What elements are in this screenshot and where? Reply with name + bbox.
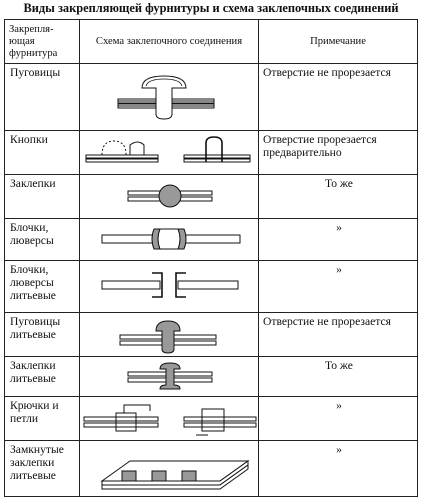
fastener-note: Отверстие не прорезается (258, 312, 418, 357)
table-row: Крючки и петли » (4, 396, 418, 441)
diagram-cell (79, 130, 259, 175)
header-note: Примечание (258, 19, 418, 64)
fastener-note: То же (258, 174, 418, 219)
table-row: Заклепки литьевые То же (4, 356, 418, 397)
eyelet-diagram-icon (101, 228, 241, 250)
diagram-cell (79, 174, 259, 219)
fastener-note: » (258, 260, 418, 313)
fastener-note: » (258, 218, 418, 261)
fastener-name: Крючки и петли (4, 396, 80, 441)
header-fastener: Закрепля- ющая фурнитура (4, 19, 80, 64)
fastener-name: Заклепки литьевые (4, 356, 80, 397)
hook-loop-diagram-icon (83, 404, 257, 436)
diagram-cell (79, 218, 259, 261)
diagram-cell (79, 440, 259, 497)
page-title: Виды закрепляющей фурнитуры и схема закл… (23, 1, 399, 15)
cast-button-diagram-icon (119, 320, 217, 354)
diagram-cell (79, 396, 259, 441)
header-scheme: Схема заклепочного соединения (79, 19, 259, 64)
table-row: Заклепки То же (4, 174, 418, 219)
diagram-cell (79, 63, 259, 131)
rivet-diagram-icon (127, 184, 213, 208)
diagram-cell (79, 312, 259, 357)
cast-rivet-diagram-icon (127, 362, 213, 390)
fastener-name: Пуговицы литьевые (4, 312, 80, 357)
fastener-name: Замкнутые заклепки литьевые (4, 440, 80, 497)
fastener-name: Пуговицы (4, 63, 80, 131)
fastener-note: » (258, 396, 418, 441)
fastener-table: Закрепля- ющая фурнитура Схема заклепочн… (4, 19, 418, 497)
snap-fastener-diagram-icon (85, 136, 251, 163)
fastener-name: Блочки, люверсы литьевые (4, 260, 80, 313)
table-header-row: Закрепля- ющая фурнитура Схема заклепочн… (4, 19, 418, 64)
fastener-note: Отверстие прорезается предварительно (258, 130, 418, 175)
cast-eyelet-diagram-icon (101, 272, 239, 298)
fastener-name: Кнопки (4, 130, 80, 175)
diagram-cell (79, 356, 259, 397)
table-row: Блочки, люверсы » (4, 218, 418, 261)
table-row: Пуговицы литьевые Отверстие не прорезает… (4, 312, 418, 357)
diagram-cell (79, 260, 259, 313)
fastener-note: То же (258, 356, 418, 397)
table-row: Кнопки Отверстие прорезается предварител… (4, 130, 418, 175)
table-row: Блочки, люверсы литьевые » (4, 260, 418, 313)
button-rivet-diagram-icon (117, 75, 215, 120)
fastener-note: » (258, 440, 418, 497)
closed-cast-rivet-diagram-icon (100, 460, 250, 490)
table-row: Замкнутые заклепки литьевые » (4, 440, 418, 497)
fastener-note: Отверстие не прорезается (258, 63, 418, 131)
table-row: Пуговицы Отверстие не прорезается (4, 63, 418, 131)
header-fastener-label: Закрепля- ющая фурнитура (9, 23, 58, 59)
fastener-name: Блочки, люверсы (4, 218, 80, 261)
fastener-name: Заклепки (4, 174, 80, 219)
